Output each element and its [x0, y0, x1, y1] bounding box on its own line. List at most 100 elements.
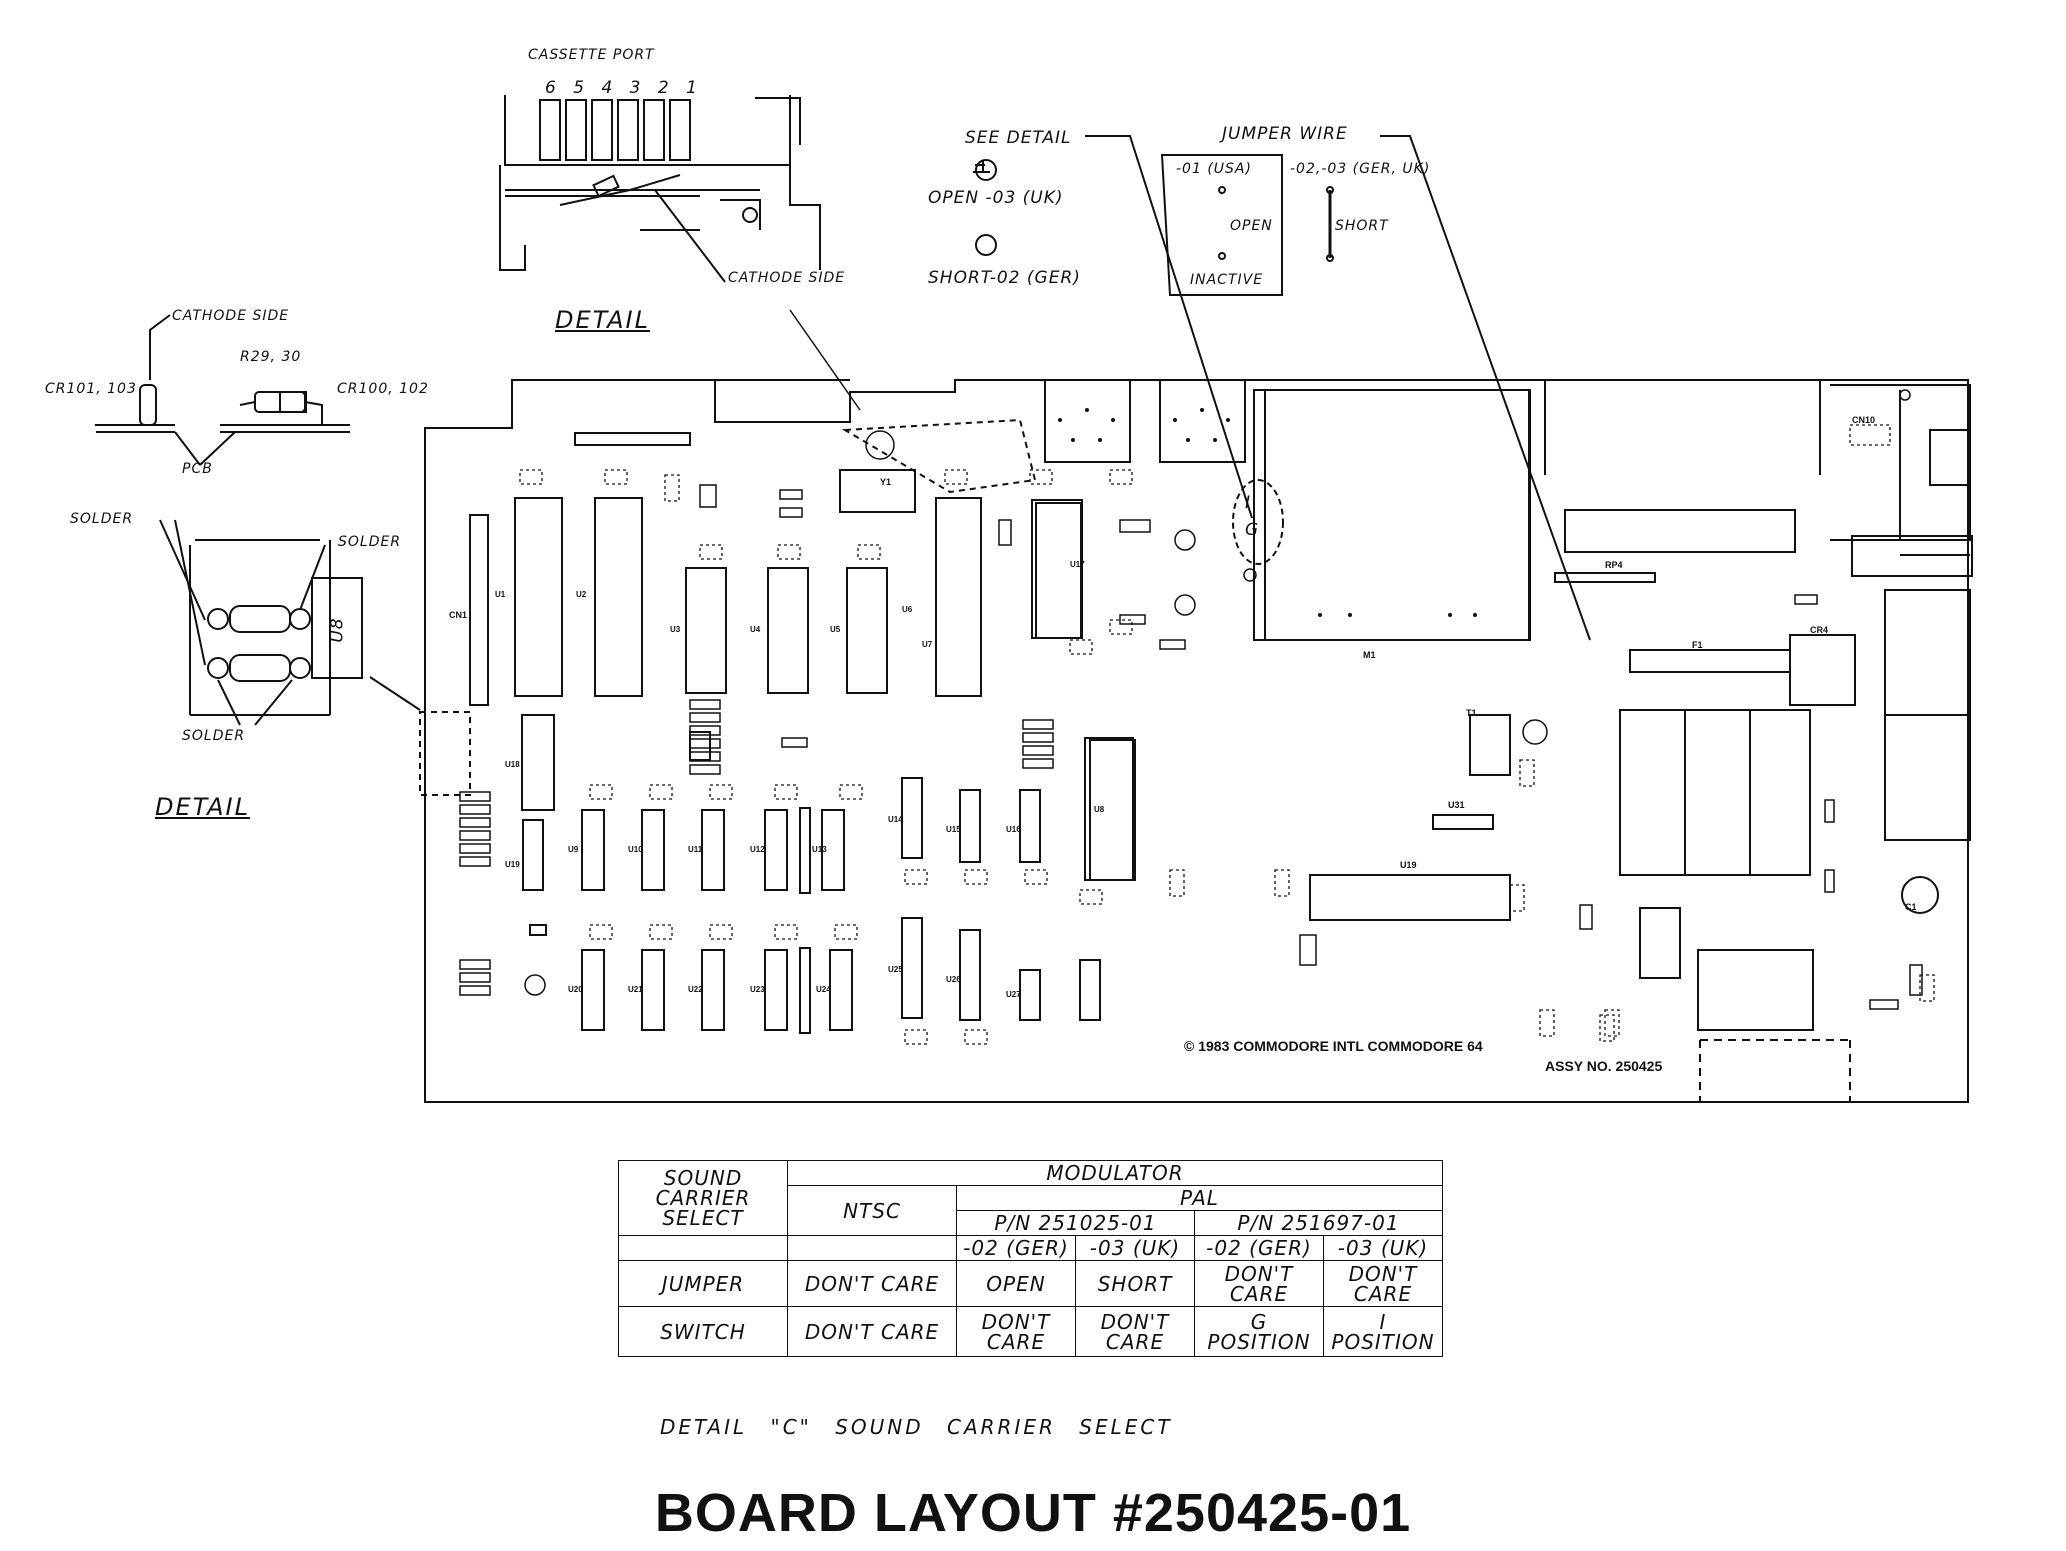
chip-label-u20: U20 [568, 985, 583, 994]
cr4-label: CR4 [1810, 625, 1829, 635]
passive-components [459, 484, 1923, 1010]
jumper-wire-detail [973, 135, 1591, 641]
chip-row-2 [521, 714, 1134, 1034]
diode-detail [95, 314, 350, 466]
jumper-wire-label: JUMPER WIRE [1222, 124, 1348, 144]
right-diodes-label: CR100, 102 [337, 381, 429, 397]
pcb-label: PCB [182, 461, 213, 477]
page-title: BOARD LAYOUT #250425-01 [654, 1483, 1412, 1543]
jumper-uk-1: SHORT [1075, 1260, 1195, 1307]
c1-label: C1 [1905, 902, 1917, 912]
chip-label-u12: U12 [750, 845, 765, 854]
short-word: SHORT [1335, 218, 1389, 234]
rp3-resistor-pack [574, 432, 691, 446]
ger-uk-label: -02,-03 (GER, UK) [1290, 161, 1431, 177]
chip-label-u10: U10 [628, 845, 643, 854]
jumper-uk-2: DON'T CARE [1323, 1260, 1443, 1307]
open-uk-label: OPEN -03 (UK) [928, 188, 1064, 208]
connector-pins [1058, 408, 1477, 617]
solder-detail-label: DETAIL [155, 793, 250, 821]
chip-label-u25: U25 [888, 965, 903, 974]
diode-cathode-label: CATHODE SIDE [172, 308, 290, 324]
cassette-cathode-label: CATHODE SIDE [728, 270, 846, 286]
variant-3: -02 (GER) [1194, 1235, 1324, 1261]
cn1-connector [469, 514, 489, 706]
chip-label-u22: U22 [688, 985, 703, 994]
cn1-label: CN1 [449, 610, 468, 620]
i-position-mark: I [1245, 493, 1252, 513]
jumper-ger-1: OPEN [956, 1260, 1076, 1307]
solder-label-3: SOLDER [182, 728, 246, 744]
u31-label: U31 [1448, 800, 1465, 810]
chip-label-u19: U19 [505, 860, 520, 869]
copyright-text: © 1983 COMMODORE INTL COMMODORE 64 [1184, 1038, 1483, 1054]
switch-row-label: SWITCH [618, 1306, 788, 1357]
chip-label-u6: U6 [902, 605, 913, 614]
chip-label-u21: U21 [628, 985, 643, 994]
cassette-pin-numbers: 6 5 4 3 2 1 [545, 78, 703, 98]
jumper-ger-2: DON'T CARE [1194, 1260, 1324, 1307]
solder-label-2: SOLDER [338, 534, 402, 550]
chip-label-u23: U23 [750, 985, 765, 994]
chip-label-u1: U1 [495, 590, 506, 599]
pcb-outline [419, 379, 1971, 1103]
pal-pn2-header: P/N 251697-01 [1194, 1210, 1443, 1236]
switch-ger-1: DON'T CARE [956, 1306, 1076, 1357]
solder-detail [159, 519, 421, 726]
rp4-label: RP4 [1605, 560, 1623, 570]
sound-carrier-table: SOUND CARRIER SELECT MODULATOR NTSC PAL … [618, 1160, 1443, 1357]
capacitor-footprints [519, 424, 1935, 1045]
chip-label-u26: U26 [946, 975, 961, 984]
pal-header: PAL [956, 1185, 1443, 1211]
chip-label-u7: U7 [922, 640, 933, 649]
u8-chip-label: U8 [327, 617, 348, 643]
chip-label-u5: U5 [830, 625, 841, 634]
chip-label-u9: U9 [568, 845, 579, 854]
chip-label-u18: U18 [505, 760, 520, 769]
jumper-ntsc: DON'T CARE [787, 1260, 957, 1307]
inactive-word: INACTIVE [1190, 272, 1264, 288]
chip-label-u13: U13 [812, 845, 827, 854]
t1-label: T1 [1466, 708, 1477, 718]
cassette-port-detail [499, 95, 821, 283]
misc-circles [524, 389, 1911, 996]
switch-ntsc: DON'T CARE [787, 1306, 957, 1357]
chip-label-u3: U3 [670, 625, 681, 634]
left-diodes-label: CR101, 103 [45, 381, 137, 397]
chip-label-u15: U15 [946, 825, 961, 834]
ntsc-header: NTSC [787, 1185, 957, 1236]
chip-label-u14: U14 [888, 815, 903, 824]
short-ger-label: SHORT-02 (GER) [928, 268, 1081, 288]
cn10-label: CN10 [1852, 415, 1876, 425]
open-word: OPEN [1230, 218, 1273, 234]
variant-4: -03 (UK) [1323, 1235, 1443, 1261]
empty-cell [618, 1235, 788, 1261]
jumper-row-label: JUMPER [618, 1260, 788, 1307]
chip-label-u8: U8 [1094, 805, 1105, 814]
cassette-detail-label: DETAIL [555, 306, 650, 334]
chip-label-u27: U27 [1006, 990, 1021, 999]
variant-1: -02 (GER) [956, 1235, 1076, 1261]
switch-ger-2: G POSITION [1194, 1306, 1324, 1357]
chip-row-1 [514, 389, 1973, 1031]
table-caption: DETAIL "C" SOUND CARRIER SELECT [660, 1415, 1173, 1439]
solder-label-1: SOLDER [70, 511, 134, 527]
chip-label-u4: U4 [750, 625, 761, 634]
chip-label-u11: U11 [688, 845, 703, 854]
u19-label: U19 [1400, 860, 1417, 870]
empty-cell [787, 1235, 957, 1261]
sound-carrier-select-header: SOUND CARRIER SELECT [618, 1160, 788, 1236]
usa-label: -01 (USA) [1176, 161, 1252, 177]
see-detail-label: SEE DETAIL [965, 128, 1072, 148]
g-position-mark: G [1245, 520, 1260, 540]
switch-uk-2: I POSITION [1323, 1306, 1443, 1357]
chip-label-u2: U2 [576, 590, 587, 599]
variant-2: -03 (UK) [1075, 1235, 1195, 1261]
chip-label-u16: U16 [1006, 825, 1021, 834]
switch-uk-1: DON'T CARE [1075, 1306, 1195, 1357]
y1-label: Y1 [880, 477, 892, 487]
assy-number: ASSY NO. 250425 [1545, 1058, 1663, 1074]
resistor-label: R29, 30 [240, 349, 302, 365]
m1-label: M1 [1363, 650, 1376, 660]
